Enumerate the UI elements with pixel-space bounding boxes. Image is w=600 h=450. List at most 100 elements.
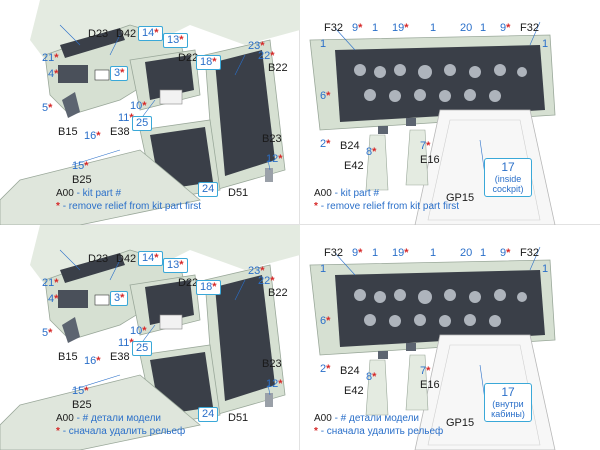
- callout-17: 17 (внутри кабины): [484, 383, 532, 422]
- callout-5: 5*: [42, 327, 53, 339]
- callout-15: 15*: [72, 160, 89, 172]
- legend-kit-part: A00 - kit part #: [314, 188, 380, 199]
- callout-21: 21*: [42, 277, 59, 289]
- callout-19: 19*: [392, 247, 409, 259]
- part-D23: D23: [88, 28, 109, 40]
- callout-1-a: 1: [372, 247, 379, 259]
- callout-9-right: 9*: [500, 247, 511, 259]
- legend-remove-relief: * - remove relief from kit part first: [56, 201, 202, 212]
- callout-2: 2*: [320, 363, 331, 375]
- callout-12: 12*: [266, 153, 283, 165]
- part-B23: B23: [262, 358, 282, 370]
- callout-14: 14*: [138, 251, 163, 266]
- legend-remove-relief: * - remove relief from kit part first: [314, 201, 460, 212]
- callout-2: 2*: [320, 138, 331, 150]
- part-F32-right: F32: [520, 22, 539, 34]
- callout-24: 24: [198, 407, 219, 422]
- callout-4: 4*: [48, 68, 59, 80]
- part-E16: E16: [420, 154, 440, 166]
- legend-kit-part: A00 - kit part #: [56, 188, 122, 199]
- part-GP15: GP15: [446, 192, 475, 204]
- part-GP15: GP15: [446, 417, 475, 429]
- callout-25: 25: [132, 116, 153, 131]
- part-B22: B22: [268, 287, 288, 299]
- callout-9-right: 9*: [500, 22, 511, 34]
- callout-21: 21*: [42, 52, 59, 64]
- callout-5: 5*: [42, 102, 53, 114]
- callout-19: 19*: [392, 22, 409, 34]
- callout-7: 7*: [420, 365, 431, 377]
- part-E16: E16: [420, 379, 440, 391]
- callout-22: 22*: [258, 275, 275, 287]
- callout-23: 23*: [248, 40, 265, 52]
- callout-15: 15*: [72, 385, 89, 397]
- callout-20: 20: [460, 22, 473, 34]
- callout-18: 18*: [196, 55, 221, 70]
- callout-1-e: 1: [542, 38, 549, 50]
- part-B24: B24: [340, 140, 360, 152]
- legend-kit-part-ru: A00 - # детали модели: [314, 413, 420, 424]
- callout-1-c: 1: [480, 247, 487, 259]
- callout-1-c: 1: [480, 22, 487, 34]
- callout-1-d: 1: [320, 38, 327, 50]
- panel-bottom-right: F32 9* 1 19* 1 20 1 9* F32 1 1 6* 2* B24…: [300, 225, 600, 450]
- callout-13: 13*: [163, 258, 188, 273]
- part-B24: B24: [340, 365, 360, 377]
- callout-14: 14*: [138, 26, 163, 41]
- part-F32-left: F32: [324, 22, 343, 34]
- callout-24: 24: [198, 182, 219, 197]
- part-B15: B15: [58, 351, 78, 363]
- callout-11: 11*: [118, 112, 134, 124]
- callout-18: 18*: [196, 280, 221, 295]
- callout-16: 16*: [84, 130, 101, 142]
- callout-1-d: 1: [320, 263, 327, 275]
- part-D23: D23: [88, 253, 109, 265]
- part-E42: E42: [344, 385, 364, 397]
- callout-7: 7*: [420, 140, 431, 152]
- callout-6: 6*: [320, 315, 331, 327]
- callout-13: 13*: [163, 33, 188, 48]
- part-B25: B25: [72, 174, 92, 186]
- legend-remove-relief-ru: * - сначала удалить рельеф: [314, 426, 444, 437]
- part-E38: E38: [110, 351, 130, 363]
- part-B25: B25: [72, 399, 92, 411]
- part-D22: D22: [178, 277, 199, 289]
- part-D51: D51: [228, 412, 249, 424]
- callout-12: 12*: [266, 378, 283, 390]
- part-B22: B22: [268, 62, 288, 74]
- callout-8: 8*: [366, 371, 377, 383]
- callout-1-e: 1: [542, 263, 549, 275]
- cockpit-front-panel-illustration: [309, 246, 556, 450]
- part-D42: D42: [116, 253, 137, 265]
- legend-remove-relief-ru: * - сначала удалить рельеф: [56, 426, 186, 437]
- callout-1-b: 1: [430, 22, 437, 34]
- callout-20: 20: [460, 247, 473, 259]
- callout-10: 10*: [130, 100, 147, 112]
- callout-3: 3*: [110, 66, 129, 81]
- horizontal-divider: [0, 224, 600, 225]
- callout-16: 16*: [84, 355, 101, 367]
- part-E38: E38: [110, 126, 130, 138]
- callout-11: 11*: [118, 337, 134, 349]
- callout-25: 25: [132, 341, 153, 356]
- callout-4: 4*: [48, 293, 59, 305]
- part-D51: D51: [228, 187, 249, 199]
- callout-9-left: 9*: [352, 247, 363, 259]
- cockpit-side-console-illustration: [0, 225, 300, 450]
- callout-6: 6*: [320, 90, 331, 102]
- callout-8: 8*: [366, 146, 377, 158]
- part-E42: E42: [344, 160, 364, 172]
- cockpit-side-console-illustration: [0, 0, 300, 225]
- part-D42: D42: [116, 28, 137, 40]
- callout-1-b: 1: [430, 247, 437, 259]
- legend-kit-part-ru: A00 - # детали модели: [56, 413, 162, 424]
- callout-23: 23*: [248, 265, 265, 277]
- callout-22: 22*: [258, 50, 275, 62]
- part-F32-right: F32: [520, 247, 539, 259]
- part-B15: B15: [58, 126, 78, 138]
- callout-9-left: 9*: [352, 22, 363, 34]
- callout-17: 17 (inside cockpit): [484, 158, 532, 197]
- part-B23: B23: [262, 133, 282, 145]
- panel-top-right: F32 9* 1 19* 1 20 1 9* F32 1 1 6* 2* B24…: [300, 0, 600, 225]
